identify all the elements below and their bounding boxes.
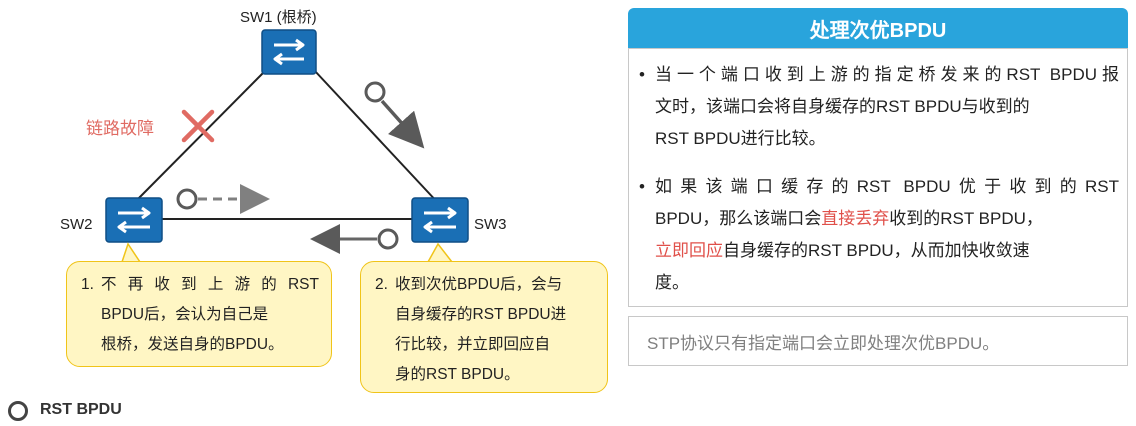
callout1-line: BPDU后，会认为自己是	[101, 306, 269, 323]
sw1-label: SW1 (根桥)	[240, 9, 317, 26]
callout2-line: 行比较，并立即回应自	[395, 336, 551, 353]
callout2-number: 2.	[375, 276, 388, 293]
bpdu-legend-icon	[8, 401, 28, 421]
panel-body: • 当一个端口收到上游的指定桥发来的RST BPDU报 文时，该端口会将自身缓存…	[628, 48, 1128, 307]
callout-sw3-behavior: 2. 收到次优BPDU后，会与 自身缓存的RST BPDU进 行比较，并立即回应…	[360, 261, 608, 393]
callout2-pointer	[426, 242, 454, 263]
bullet2-line: 如果该端口缓存的RST BPDU优于收到的RST	[655, 177, 1119, 196]
legend-label: RST BPDU	[40, 401, 122, 418]
callout-sw2-behavior: 1. 不 再 收 到 上 游 的 RST BPDU后，会认为自己是 根桥，发送自…	[66, 261, 332, 367]
highlight-reply: 立即回应	[655, 241, 723, 260]
sw3-label: SW3	[474, 216, 507, 233]
switch-sw2-icon	[105, 197, 163, 243]
link-sw1-sw3	[313, 69, 441, 206]
callout1-line: 不 再 收 到 上 游 的 RST	[101, 276, 319, 293]
callout2-line: 身的RST BPDU。	[395, 366, 520, 383]
link-sw1-sw2	[131, 69, 267, 206]
panel-title: 处理次优BPDU	[628, 8, 1128, 48]
callout2-line: 自身缓存的RST BPDU进	[395, 306, 567, 323]
callout2-line: 收到次优BPDU后，会与	[395, 276, 563, 293]
switch-sw1-icon	[261, 29, 317, 75]
bullet2-line: BPDU，那么该端口会直接丢弃收到的RST BPDU，	[655, 209, 1043, 228]
highlight-discard: 直接丢弃	[821, 209, 890, 228]
bullet-dot: •	[639, 177, 645, 196]
bullet2-line: 立即回应自身缓存的RST BPDU，从而加快收敛速	[655, 241, 1030, 260]
callout1-line: 根桥，发送自身的BPDU。	[101, 336, 284, 353]
callout1-pointer	[120, 242, 142, 263]
bpdu-sw1-to-sw3	[364, 81, 425, 149]
link-fault-label: 链路故障	[86, 119, 154, 138]
link-fault-icon	[181, 109, 215, 143]
bullet2-line: 度。	[655, 273, 689, 292]
topology-graphic	[105, 29, 469, 263]
stp-note: STP协议只有指定端口会立即处理次优BPDU。	[628, 316, 1128, 366]
bullet-dot: •	[639, 65, 645, 84]
switch-sw3-icon	[411, 197, 469, 243]
bullet1-line: 当一个端口收到上游的指定桥发来的RST BPDU报	[655, 65, 1119, 84]
sw2-label: SW2	[60, 216, 93, 233]
callout1-number: 1.	[81, 276, 94, 293]
bpdu-sw3-reply	[310, 224, 399, 254]
bpdu-sw2-inferior	[176, 184, 270, 214]
stp-topology-diagram: SW1 (根桥) SW2 SW3 链路故障 1. 不 再 收 到 上 游 的 R…	[8, 9, 608, 421]
bullet1-line: 文时，该端口会将自身缓存的RST BPDU与收到的	[655, 97, 1030, 116]
bullet1-line: RST BPDU进行比较。	[655, 129, 826, 148]
